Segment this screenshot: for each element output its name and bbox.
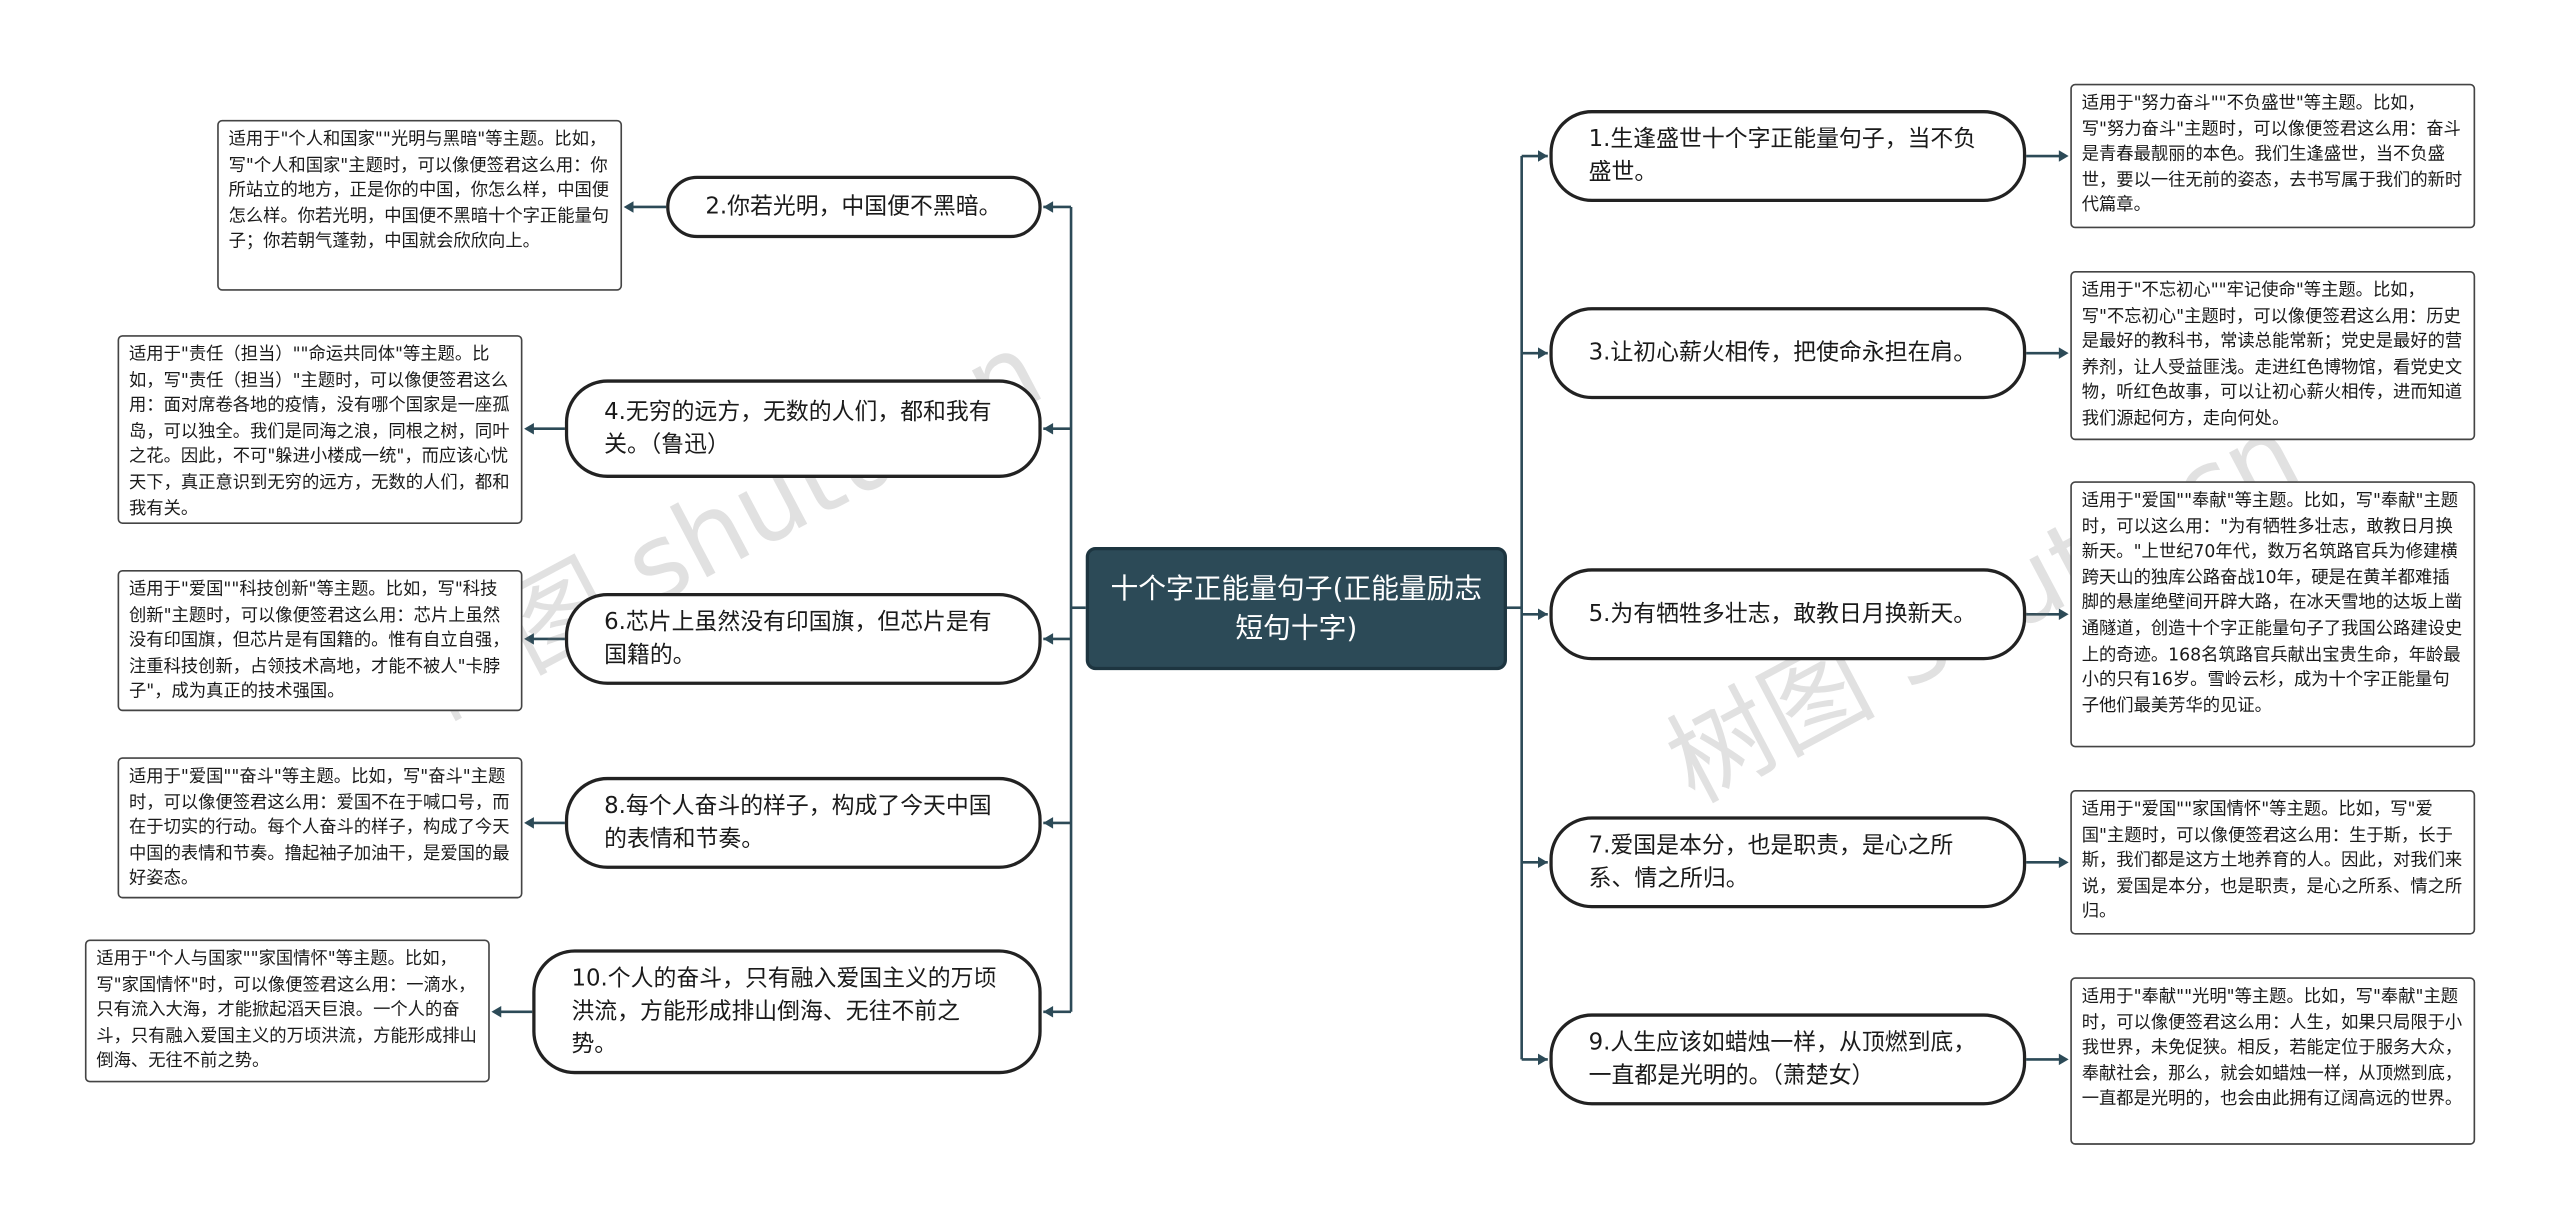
note-6: 适用于"爱国""科技创新"等主题。比如，写"科技创新"主题时，可以像便签君这么用…: [117, 569, 523, 712]
note-5: 适用于"爱国""奉献"等主题。比如，写"奉献"主题时，可以这么用："为有牺牲多壮…: [2070, 481, 2476, 748]
arrow-head: [1538, 150, 1548, 162]
arrow-head: [1538, 347, 1548, 359]
topic-9[interactable]: 9.人生应该如蜡烛一样，从顶燃到底，一直都是光明的。（萧楚女）: [1549, 1013, 2027, 1106]
arrow-head: [2058, 150, 2069, 162]
arrow-head: [1043, 201, 1054, 213]
arrow-head: [623, 201, 634, 213]
topic-7[interactable]: 7.爱国是本分，也是职责，是心之所系、情之所归。: [1549, 816, 2027, 909]
topic-8[interactable]: 8.每个人奋斗的样子，构成了今天中国的表情和节奏。: [564, 776, 1042, 869]
arrow-head: [2058, 608, 2069, 621]
topic-5[interactable]: 5.为有牺牲多壮志，敢教日月换新天。: [1549, 568, 2027, 661]
topic-1[interactable]: 1.生逢盛世十个字正能量句子，当不负盛世。: [1549, 110, 2027, 203]
note-8: 适用于"爱国""奋斗"等主题。比如，写"奋斗"主题时，可以像便签君这么用：爱国不…: [117, 757, 523, 899]
note-1: 适用于"努力奋斗""不负盛世"等主题。比如，写"努力奋斗"主题时，可以像便签君这…: [2070, 83, 2476, 229]
arrow-head: [2058, 1053, 2069, 1066]
arrow-head: [524, 422, 534, 435]
arrow-head: [2058, 347, 2069, 359]
topic-6[interactable]: 6.芯片上虽然没有印国旗，但芯片是有国籍的。: [564, 592, 1042, 685]
note-10: 适用于"个人与国家""家国情怀"等主题。比如，写"家国情怀"时，可以像便签君这么…: [84, 939, 490, 1083]
arrow-head: [1538, 1053, 1548, 1066]
arrow-head: [491, 1006, 502, 1018]
arrow-head: [1043, 422, 1054, 435]
arrow-head: [1538, 856, 1548, 869]
note-2: 适用于"个人和国家""光明与黑暗"等主题。比如，写"个人和国家"主题时，可以像便…: [217, 119, 623, 291]
topic-2[interactable]: 2.你若光明，中国便不黑暗。: [666, 175, 1042, 239]
note-7: 适用于"爱国""家国情怀"等主题。比如，写"爱国"主题时，可以像便签君这么用：生…: [2070, 790, 2476, 935]
topic-3[interactable]: 3.让初心薪火相传，把使命永担在肩。: [1549, 307, 2027, 400]
arrow-head: [1043, 1006, 1054, 1018]
topic-4[interactable]: 4.无穷的远方，无数的人们，都和我有关。（鲁迅）: [564, 379, 1042, 478]
note-3: 适用于"不忘初心""牢记使命"等主题。比如，写"不忘初心"主题时，可以像便签君这…: [2070, 271, 2476, 441]
arrow-head: [1538, 608, 1548, 621]
arrow-head: [524, 633, 534, 645]
arrow-head: [1043, 817, 1054, 829]
note-4: 适用于"责任（担当）""命运共同体"等主题。比如，写"责任（担当）"主题时，可以…: [117, 335, 523, 524]
note-9: 适用于"奉献""光明"等主题。比如，写"奉献"主题时，可以像便签君这么用：人生，…: [2070, 977, 2476, 1145]
arrow-head: [1043, 633, 1054, 645]
topic-10[interactable]: 10.个人的奋斗，只有融入爱国主义的万顷洪流，方能形成排山倒海、无往不前之势。: [532, 949, 1042, 1075]
arrow-head: [2058, 856, 2069, 869]
root-topic[interactable]: 十个字正能量句子(正能量励志短句十字): [1085, 546, 1507, 671]
arrow-head: [524, 817, 534, 829]
